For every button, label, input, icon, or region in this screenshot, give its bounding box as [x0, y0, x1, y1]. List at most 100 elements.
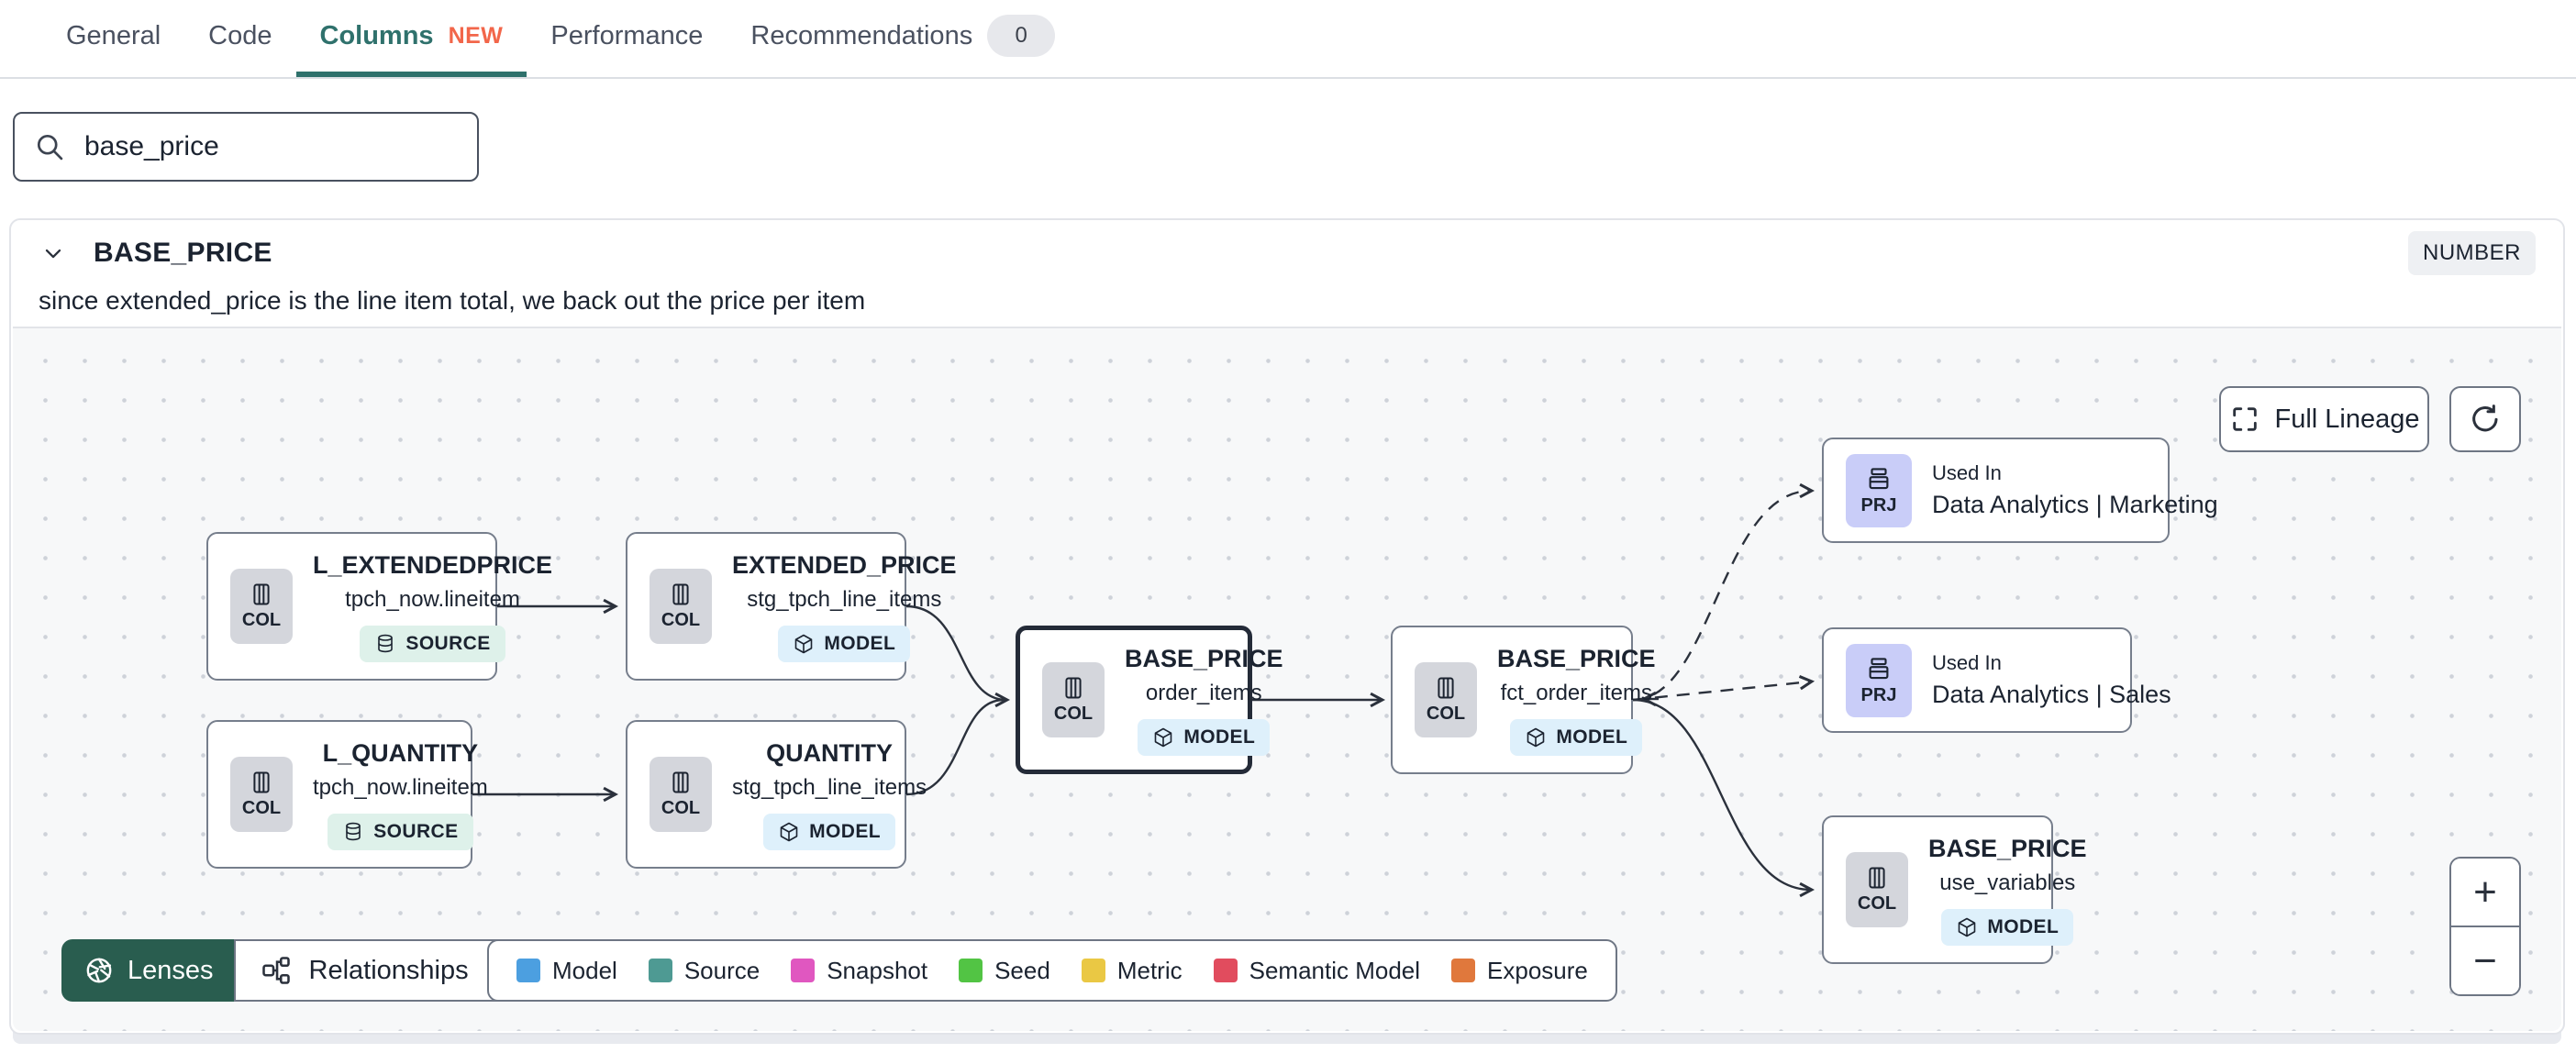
- node-title: BASE_PRICE: [1125, 644, 1283, 672]
- lineage-node-quantity[interactable]: COL QUANTITY stg_tpch_line_items MODEL: [626, 720, 927, 869]
- legend-item-model: Model: [516, 957, 617, 985]
- legend-label: Metric: [1116, 956, 1183, 984]
- columns-icon: [672, 583, 689, 605]
- refresh-button[interactable]: [2449, 386, 2521, 452]
- tab-label: General: [66, 20, 161, 50]
- lenses-toolbar: Lenses Relationships: [61, 939, 537, 1002]
- columns-icon: [672, 771, 689, 793]
- column-kind-badge: COL: [1415, 662, 1477, 737]
- lineage-node-l-extendedprice[interactable]: COL L_EXTENDEDPRICE tpch_now.lineitem SO…: [206, 532, 552, 681]
- lineage-node-base-price-fct-order-items[interactable]: COL BASE_PRICE fct_order_items MODEL: [1391, 626, 1656, 774]
- tab-general[interactable]: General: [42, 0, 184, 77]
- node-title: EXTENDED_PRICE: [732, 550, 957, 579]
- lenses-button[interactable]: Lenses: [61, 939, 234, 1002]
- recommendations-count-badge: 0: [987, 15, 1056, 57]
- cube-icon: [1155, 727, 1172, 747]
- legend-swatch: [516, 959, 540, 982]
- tab-label: Columns: [319, 20, 434, 50]
- kind-label: PRJ: [1860, 494, 1897, 515]
- lineage-canvas[interactable]: COL L_EXTENDEDPRICE tpch_now.lineitem SO…: [13, 327, 2561, 1031]
- lenses-label: Lenses: [128, 955, 214, 985]
- tab-label: Code: [208, 20, 272, 50]
- collapse-chevron-button[interactable]: [37, 237, 70, 270]
- aperture-icon: [86, 958, 112, 983]
- column-kind-badge: COL: [1042, 662, 1105, 737]
- relationships-label: Relationships: [308, 955, 469, 985]
- relationships-graph-icon: [261, 957, 290, 984]
- resource-badge-source: SOURCE: [328, 813, 473, 850]
- cube-icon: [1527, 727, 1545, 747]
- resource-badge-source: SOURCE: [360, 625, 505, 662]
- chevron-down-icon: [45, 249, 61, 259]
- node-subtitle: stg_tpch_line_items: [732, 774, 927, 800]
- legend-item-semantic-model: Semantic Model: [1213, 956, 1421, 985]
- resource-badge-model: MODEL: [1510, 718, 1643, 756]
- tab-recommendations[interactable]: Recommendations 0: [727, 0, 1079, 77]
- lineage-node-base-price-order-items[interactable]: COL BASE_PRICE order_items MODEL: [1016, 626, 1283, 774]
- node-subtitle: tpch_now.lineitem: [345, 586, 520, 612]
- resource-label: MODEL: [824, 632, 896, 654]
- lineage-node-used-in-marketing[interactable]: PRJ Used In Data Analytics | Marketing: [1822, 438, 2218, 543]
- node-title: L_EXTENDEDPRICE: [313, 550, 553, 579]
- full-lineage-button[interactable]: Full Lineage: [2219, 386, 2429, 452]
- column-description: since extended_price is the line item to…: [39, 286, 866, 315]
- full-lineage-label: Full Lineage: [2274, 404, 2420, 434]
- column-kind-badge: COL: [650, 569, 712, 644]
- lineage-node-base-price-use-variables[interactable]: COL BASE_PRICE use_variables MODEL: [1822, 815, 2087, 964]
- lineage-node-used-in-sales[interactable]: PRJ Used In Data Analytics | Sales: [1822, 627, 2171, 733]
- resource-label: MODEL: [809, 820, 881, 842]
- legend-swatch: [791, 959, 816, 982]
- tab-label: Performance: [550, 20, 704, 50]
- column-type-badge: NUMBER: [2407, 231, 2536, 275]
- column-kind-badge: COL: [650, 757, 712, 832]
- legend-item-seed: Seed: [959, 957, 1050, 985]
- database-icon: [346, 822, 361, 840]
- legend-label: Semantic Model: [1249, 956, 1421, 984]
- used-in-label: Used In: [1932, 461, 2002, 484]
- project-kind-badge: PRJ: [1846, 453, 1912, 527]
- legend-swatch: [648, 959, 672, 982]
- project-kind-badge: PRJ: [1846, 643, 1912, 717]
- columns-icon: [1438, 677, 1454, 699]
- tab-performance[interactable]: Performance: [527, 0, 727, 77]
- columns-icon: [253, 771, 270, 793]
- relationships-dropdown[interactable]: Relationships: [233, 939, 537, 1002]
- lineage-node-extended-price[interactable]: COL EXTENDED_PRICE stg_tpch_line_items M…: [626, 532, 957, 681]
- search-input[interactable]: [83, 130, 459, 163]
- cube-icon: [780, 822, 798, 841]
- column-panel-header: BASE_PRICE NUMBER: [11, 224, 2563, 283]
- cube-icon: [1959, 917, 1976, 937]
- resource-label: MODEL: [1183, 726, 1256, 748]
- tab-columns[interactable]: Columns NEW: [295, 0, 527, 77]
- column-kind-badge: COL: [1846, 852, 1908, 927]
- legend-label: Model: [552, 956, 617, 984]
- zoom-in-button[interactable]: +: [2451, 859, 2519, 927]
- zoom-control: + −: [2449, 857, 2521, 996]
- resource-label: MODEL: [1556, 726, 1628, 748]
- search-icon: [33, 130, 66, 163]
- tab-code[interactable]: Code: [184, 0, 295, 77]
- project-name: Data Analytics | Marketing: [1932, 491, 2218, 518]
- archive-icon: [1869, 657, 1889, 679]
- column-name: BASE_PRICE: [94, 238, 272, 268]
- archive-icon: [1869, 467, 1889, 489]
- kind-label: COL: [661, 798, 701, 818]
- legend-swatch: [959, 959, 983, 982]
- database-icon: [378, 634, 394, 652]
- node-title: BASE_PRICE: [1497, 644, 1656, 672]
- lineage-node-l-quantity[interactable]: COL L_QUANTITY tpch_now.lineitem SOURCE: [206, 720, 488, 869]
- kind-label: COL: [1426, 704, 1466, 724]
- node-subtitle: tpch_now.lineitem: [313, 774, 488, 800]
- used-in-label: Used In: [1932, 651, 2002, 674]
- column-search: [13, 112, 479, 182]
- project-name: Data Analytics | Sales: [1932, 681, 2171, 708]
- kind-label: COL: [241, 798, 282, 818]
- resource-badge-model: MODEL: [778, 625, 911, 662]
- node-subtitle: stg_tpch_line_items: [747, 586, 942, 612]
- resource-label: SOURCE: [373, 820, 459, 842]
- node-subtitle: fct_order_items: [1500, 680, 1652, 705]
- columns-icon: [253, 583, 270, 605]
- legend-item-source: Source: [648, 957, 760, 985]
- legend-item-metric: Metric: [1081, 956, 1183, 985]
- zoom-out-button[interactable]: −: [2451, 927, 2519, 994]
